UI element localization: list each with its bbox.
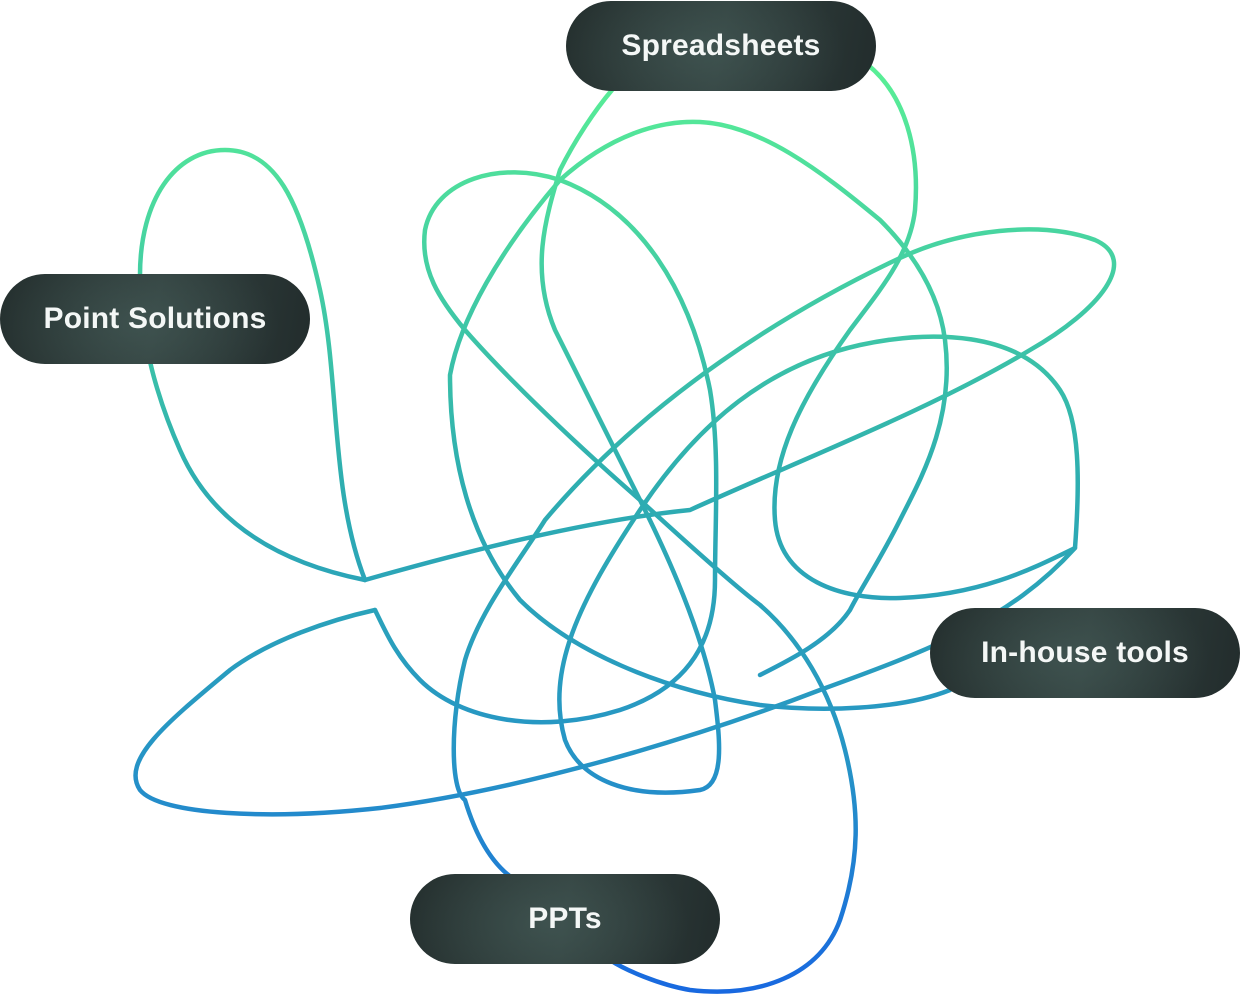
ppts-node: PPTs xyxy=(410,874,720,964)
spreadsheets-node: Spreadsheets xyxy=(566,1,876,91)
point-solutions-loop xyxy=(137,147,368,583)
point-solutions-node: Point Solutions xyxy=(0,274,310,364)
in-house-tools-label: In-house tools xyxy=(981,636,1189,669)
long-sweep-curve xyxy=(362,227,1117,883)
ppts-label: PPTs xyxy=(528,902,602,935)
spreadsheets-right-loop xyxy=(539,62,1081,795)
outer-loop-curve xyxy=(133,545,1078,817)
upper-left-loop xyxy=(372,170,719,725)
central-arc-loop xyxy=(447,119,953,711)
in-house-tools-node: In-house tools xyxy=(930,608,1240,698)
point-solutions-label: Point Solutions xyxy=(43,302,267,335)
spreadsheets-label: Spreadsheets xyxy=(621,29,821,62)
inner-top-loop xyxy=(462,327,858,994)
